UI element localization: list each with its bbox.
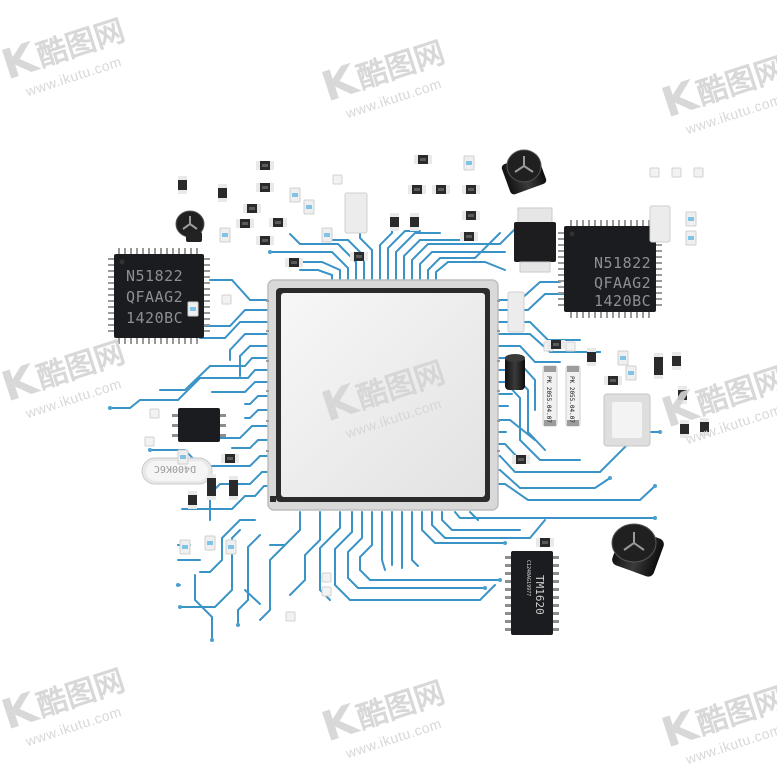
sop-chip-left [172, 408, 226, 442]
white-components [144, 167, 704, 622]
qfp-left-line2: QFAAG2 [126, 288, 183, 306]
crystal-oscillator: D400K6C [141, 457, 213, 485]
soic-sub: C1240AG19977 [525, 560, 531, 596]
soic-label: TM1620 [533, 575, 546, 615]
qfp-right-line2: QFAAG2 [594, 274, 651, 292]
cpu-chip [266, 279, 500, 511]
pcb-traces [109, 219, 661, 641]
crystal-label: D400K6C [154, 463, 196, 474]
qfp-right-line1: N51822 [594, 254, 651, 272]
qfp-chip-left: N51822 QFAAG2 1420BC [108, 248, 210, 344]
vertical-resistors [178, 176, 709, 509]
capacitor-small [505, 354, 525, 390]
fuse-a-label: PK 2055.04.07 [545, 376, 552, 423]
qfp-chip-right: N51822 QFAAG2 1420BC [558, 220, 662, 318]
capacitor-bottom [611, 523, 664, 577]
fuse-b-label: PK 2055.04.07 [568, 376, 575, 423]
soic-chip: TM1620 C1240AG19977 [505, 551, 559, 635]
qfp-right-line3: 1420BC [594, 292, 651, 310]
watermark-layer: 酷图网 www.ikutu.com 酷图网 www.ikutu.com 酷图网 … [2, 13, 777, 768]
fuse-b: PK 2055.04.07 [565, 365, 581, 427]
inductor [603, 393, 651, 447]
diode-package [514, 207, 556, 273]
qfp-left-line1: N51822 [126, 267, 183, 285]
fuse-a: PK 2055.04.07 [542, 365, 558, 427]
qfp-left-line3: 1420BC [126, 309, 183, 327]
capacitor-left [175, 210, 205, 242]
capacitor-top [501, 149, 547, 195]
